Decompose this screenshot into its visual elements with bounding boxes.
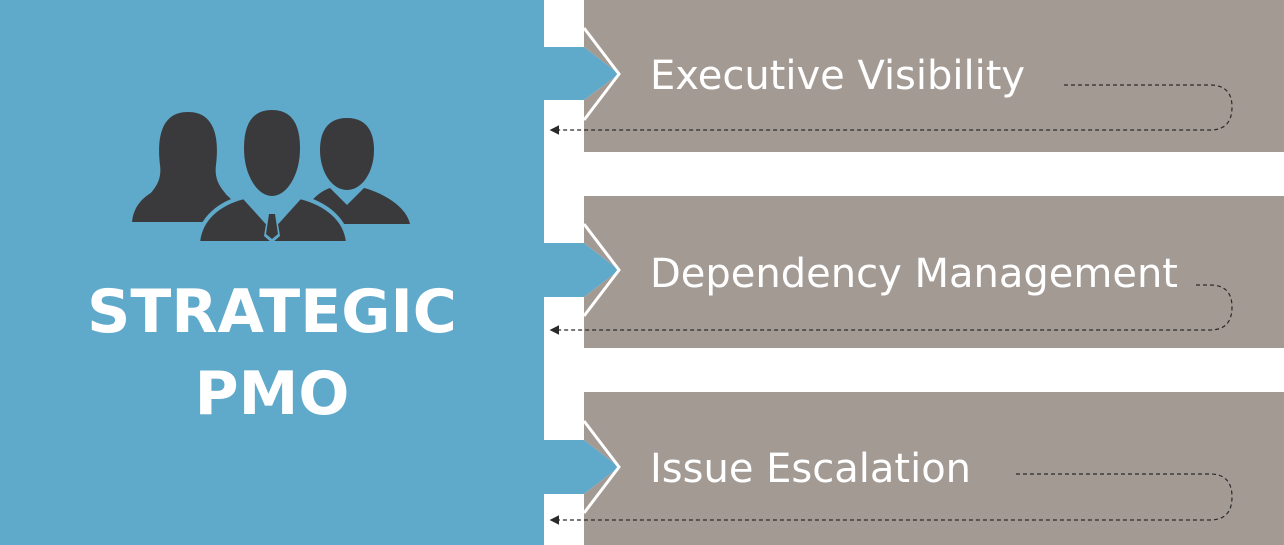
panel-title-line-2: PMO bbox=[194, 359, 350, 429]
item-label-executive-visibility: Executive Visibility bbox=[650, 53, 1026, 99]
item-label-issue-escalation: Issue Escalation bbox=[650, 446, 972, 492]
feedback-loop-2 bbox=[549, 284, 1233, 335]
item-label-dependency-management: Dependency Management bbox=[650, 251, 1178, 297]
arrow-tab-1-outline bbox=[582, 27, 621, 121]
item-band-3 bbox=[584, 392, 1284, 545]
left-panel bbox=[0, 0, 619, 545]
arrow-tab-3-outline bbox=[582, 420, 621, 514]
panel-title-line-1: STRATEGIC bbox=[87, 277, 457, 347]
arrow-tab-2-outline bbox=[582, 223, 621, 317]
item-band-1 bbox=[584, 0, 1284, 152]
item-band-2 bbox=[584, 196, 1284, 348]
people-group-icon bbox=[132, 105, 410, 245]
feedback-loop-1 bbox=[549, 84, 1233, 135]
